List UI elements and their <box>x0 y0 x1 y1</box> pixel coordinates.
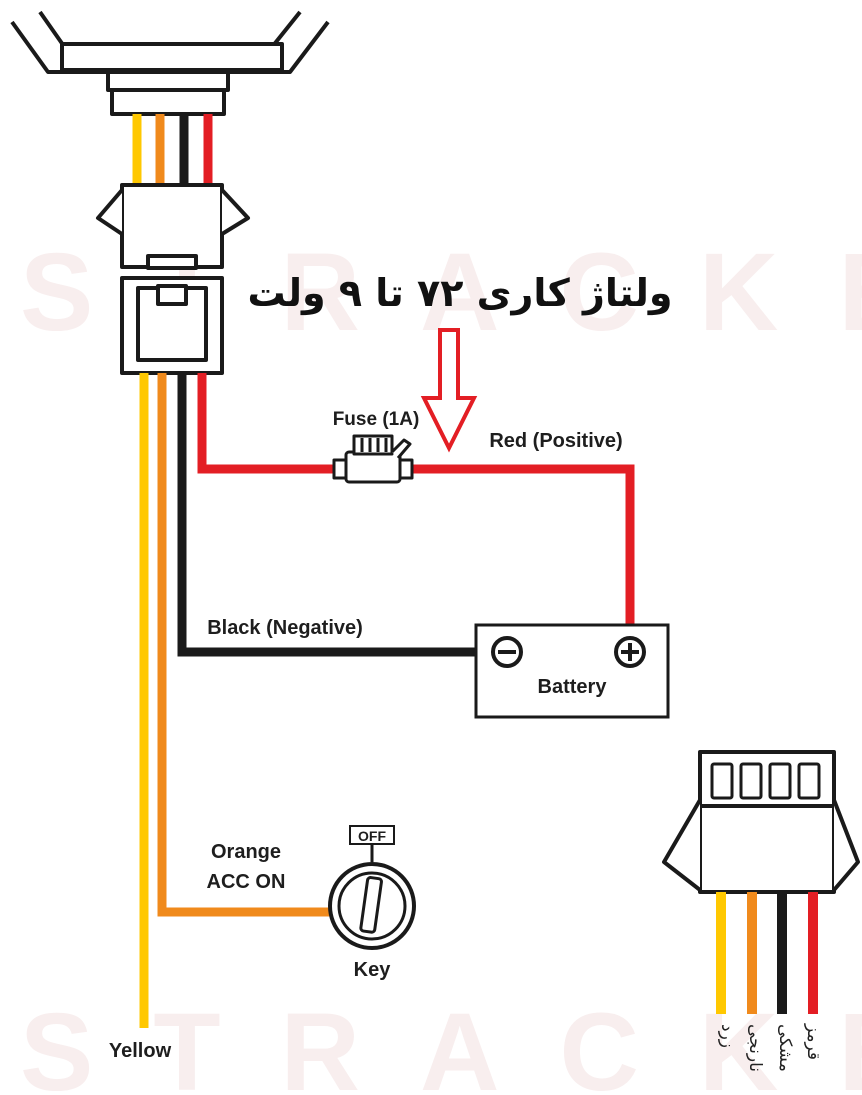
fuse-label: Fuse (1A) <box>333 409 420 430</box>
orange-wire <box>157 373 332 917</box>
orange-label-line1: Orange <box>211 841 281 863</box>
key-label: Key <box>354 959 392 981</box>
off-label: OFF <box>358 828 386 844</box>
key-slot-icon <box>359 876 383 934</box>
battery: Battery <box>474 623 670 719</box>
orange-label-line2: ACC ON <box>207 871 286 893</box>
key-switch: OFF <box>328 825 416 950</box>
legend-black: مشکی <box>775 1024 795 1072</box>
red-wire <box>197 373 635 627</box>
gps-device <box>10 10 330 116</box>
pin-connector-wires <box>716 892 818 1014</box>
red-wire-label: Red (Positive) <box>489 430 622 452</box>
battery-label: Battery <box>538 676 608 698</box>
device-wires <box>132 114 213 185</box>
voltage-arrow <box>420 328 478 453</box>
legend-orange: نارنجی <box>745 1024 765 1072</box>
main-connector <box>96 183 250 375</box>
black-wire-label: Black (Negative) <box>207 617 363 639</box>
black-wire <box>177 373 476 657</box>
yellow-wire-label: Yellow <box>109 1040 172 1062</box>
legend-red: قرمز <box>803 1023 823 1060</box>
legend-yellow: زرد <box>717 1024 737 1048</box>
voltage-title: ولتاژ کاری ۷۲ تا ۹ ولت <box>247 271 672 316</box>
pin-connector <box>662 750 860 894</box>
fuse <box>332 434 414 484</box>
